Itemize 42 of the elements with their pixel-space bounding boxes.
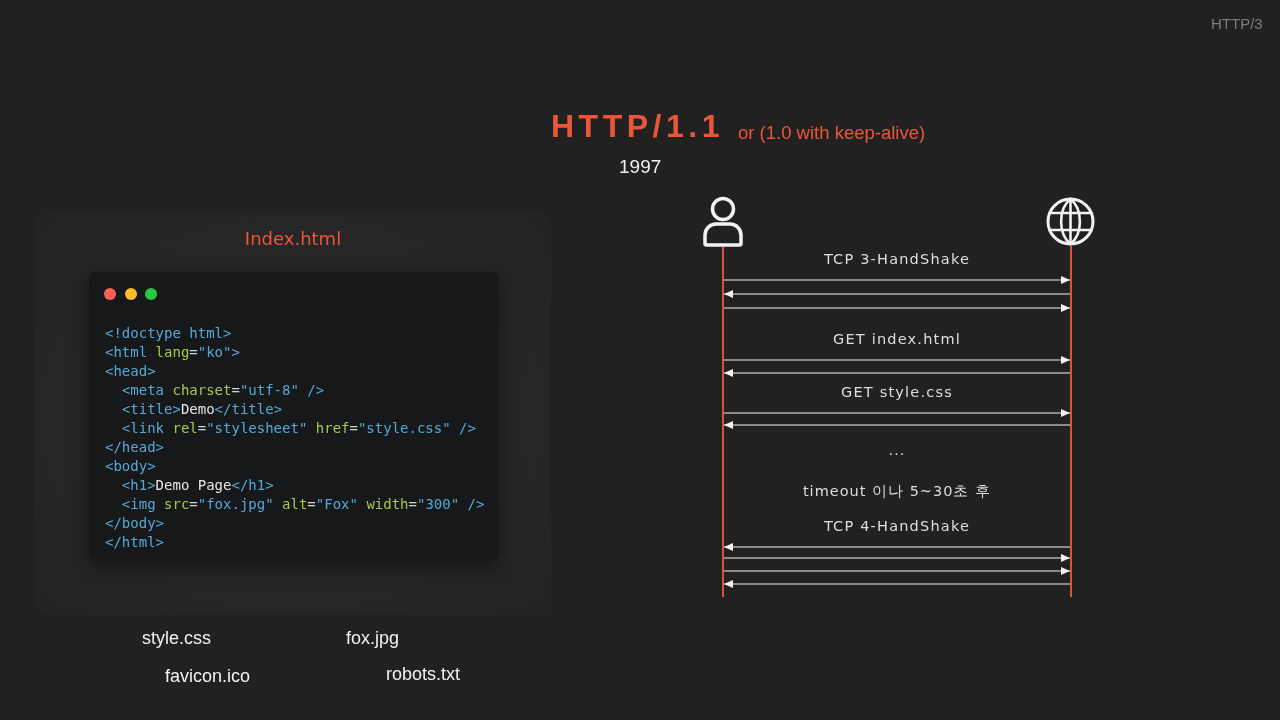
file-name: style.css [142,627,211,649]
edge-label: GET index.html [833,330,961,349]
code-line: <img src="fox.jpg" alt="Fox" width="300" /> [120,495,485,514]
edge-label: TCP 4-HandShake [823,517,971,536]
globe-icon [1046,197,1095,246]
code-line: <head> [105,362,156,381]
edge-label: TCP 3-HandShake [823,250,971,269]
code-line: <meta charset="utf-8" /> [120,381,325,400]
note-text: ... [888,441,906,460]
message-arrow [723,304,1071,312]
section-label: HTTP/3 [1211,15,1263,33]
subtitle: or (1.0 with keep-alive) [738,122,926,144]
title-heading: HTTP/1.1 [551,107,724,146]
message-arrow [723,369,1071,377]
message-arrow [723,554,1071,562]
file-title: Index.html [244,227,342,251]
message-arrow [723,543,1071,551]
code-line: <body> [105,457,156,476]
code-line: </head> [105,438,165,457]
message-arrow [723,356,1071,364]
message-arrow [723,290,1071,298]
message-arrow [723,580,1071,588]
message-arrow [723,276,1071,284]
file-name: fox.jpg [346,627,400,649]
code-card-panel [35,213,551,615]
code-line: <h1>Demo Page</h1> [120,476,274,495]
code-line: </body> [105,514,165,533]
lifeline [722,247,724,597]
code-line: <!doctype html> [105,324,232,343]
lifeline [1070,246,1072,597]
file-name: robots.txt [386,663,461,685]
code-line: <html lang="ko"> [105,343,240,362]
code-line: <title>Demo</title> [120,400,283,419]
message-arrow [723,409,1071,417]
code-line: </html> [105,533,165,552]
message-arrow [723,421,1071,429]
file-name: favicon.ico [165,665,251,687]
note-text: timeout 이나 5~30초 후 [802,482,992,501]
message-arrow [723,567,1071,575]
year-label: 1997 [619,156,662,178]
code-line: <link rel="stylesheet" href="style.css" /> [120,419,476,438]
edge-label: GET style.css [841,383,953,402]
